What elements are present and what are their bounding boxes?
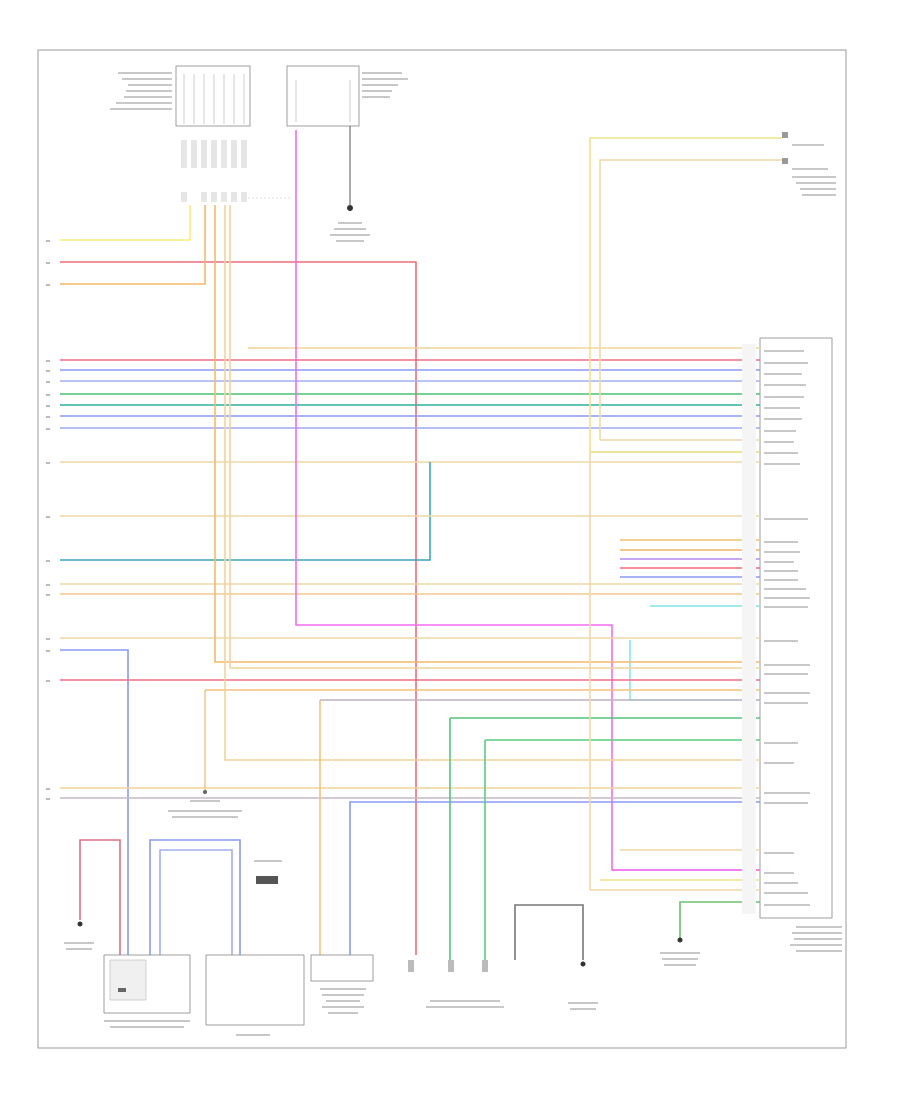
bottom-cluster (205, 954, 305, 1036)
wire-red-drop (79, 839, 121, 960)
wire-teal-2 (60, 462, 431, 561)
ground-left (64, 921, 94, 950)
bottom-center-b (408, 960, 504, 1008)
small-relay (254, 860, 282, 884)
left-pin-ticks (46, 240, 50, 800)
ground-symbol-top (330, 126, 370, 242)
wire-tan-8 (224, 205, 760, 761)
wire-green-4 (679, 901, 760, 940)
top-left-module-caption (110, 72, 172, 110)
bottom-right-sensor (660, 937, 700, 966)
top-center-module (286, 65, 360, 127)
diagram-frame (37, 49, 847, 1049)
powertrain-pins (742, 344, 810, 914)
wire-orange-5 (214, 205, 760, 663)
bottom-left-module (103, 954, 191, 1028)
bottom-right-ground (568, 961, 598, 1010)
wire-dark-drop (514, 904, 584, 960)
wire-bundle (60, 130, 782, 960)
wire-red-top (60, 261, 417, 955)
top-center-module-caption (362, 72, 408, 98)
top-left-module (175, 65, 251, 127)
junction-caption (168, 790, 242, 818)
wire-yellow-right (589, 137, 782, 452)
wire-blue-drops-2 (159, 849, 233, 960)
wire-tan-7 (229, 205, 760, 669)
powertrain-module (759, 337, 833, 919)
wire-blue-drops (149, 839, 241, 960)
wire-cyan-2 (629, 640, 760, 701)
top-left-stubs (181, 140, 292, 202)
top-right-device (782, 132, 836, 196)
wire-tan-right (599, 159, 782, 440)
wire-yellow-top (60, 205, 191, 241)
bottom-center-a (310, 954, 374, 1014)
wire-blue-7 (349, 801, 760, 960)
wire-orange-top (60, 205, 206, 285)
wire-blue-6 (60, 649, 129, 960)
powertrain-module-caption (790, 926, 842, 952)
wire-magenta (295, 130, 760, 871)
